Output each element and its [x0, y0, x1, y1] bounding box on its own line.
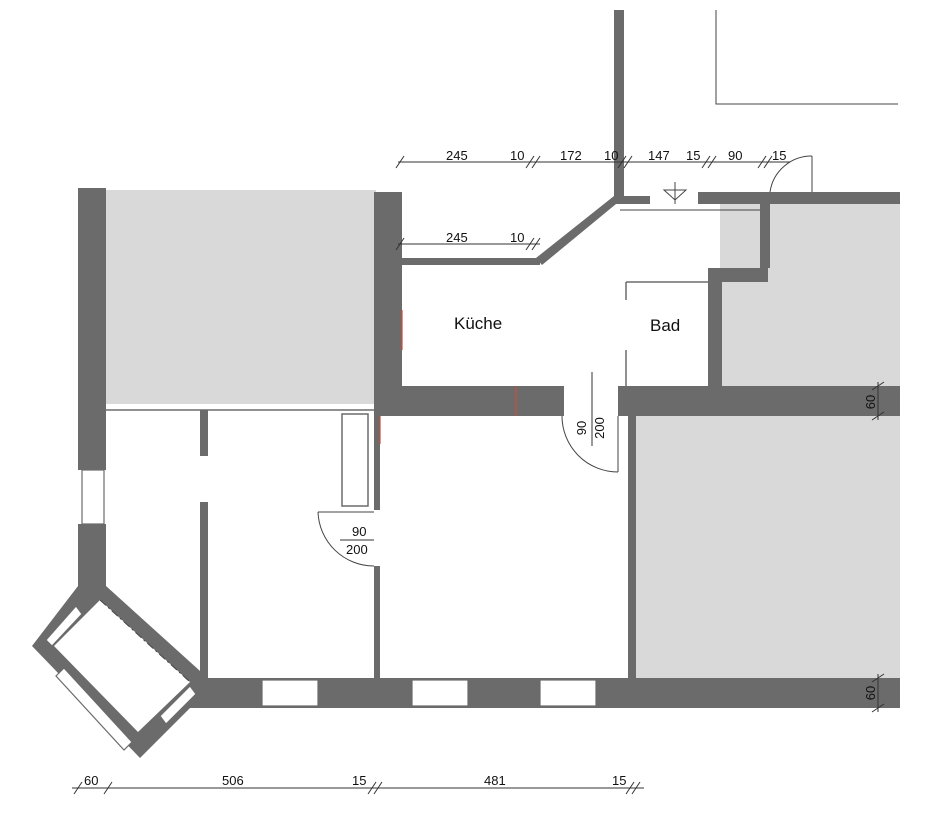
door-a-width: 90 — [574, 421, 589, 435]
dim-top-7: 90 — [728, 148, 742, 163]
dim-second-1: 245 — [446, 230, 468, 245]
dim-bottom-3: 15 — [352, 773, 366, 788]
wall-large-room-right — [628, 416, 636, 680]
dim-right-upper: 60 — [863, 395, 878, 409]
wall-kitchen-top — [402, 258, 540, 265]
wall-right-stub — [760, 204, 770, 268]
door-b-height: 200 — [346, 542, 368, 557]
dimension-row-second: 245 10 — [395, 230, 541, 251]
window-bottom-1 — [261, 679, 319, 707]
dimension-right: 60 60 — [863, 381, 885, 713]
room-label-bath: Bad — [650, 316, 680, 335]
dim-bottom-1: 60 — [84, 773, 98, 788]
wall-middle-right — [618, 386, 900, 416]
wall-bath-right — [708, 268, 722, 386]
window-bay-left — [45, 605, 83, 647]
dim-top-4: 10 — [604, 148, 618, 163]
window-bay-bottom — [55, 667, 133, 751]
wall-kitchen-left — [374, 192, 402, 406]
wall-vertical-top — [614, 10, 624, 198]
wall-top-corridor — [624, 196, 650, 204]
wall-partition-left-bottom — [200, 502, 208, 678]
wall-partition-left-top — [200, 410, 208, 456]
window-left — [81, 469, 105, 525]
door-a-height: 200 — [592, 417, 607, 439]
room-right-lower-grey — [636, 416, 900, 678]
dim-top-8: 15 — [772, 148, 786, 163]
room-right-upper-grey — [720, 204, 900, 386]
cabinet — [341, 413, 369, 507]
outline-top-right — [715, 10, 898, 105]
bay-interior — [54, 600, 190, 732]
dimension-row-top: 245 10 172 10 147 15 90 15 — [395, 148, 790, 169]
dim-bottom-5: 15 — [612, 773, 626, 788]
dim-bottom-4: 481 — [484, 773, 506, 788]
dimension-row-bottom: 60 506 15 481 15 — [72, 773, 644, 795]
dim-bottom-2: 506 — [222, 773, 244, 788]
dim-top-6: 15 — [686, 148, 700, 163]
dim-top-1: 245 — [446, 148, 468, 163]
window-bottom-2 — [411, 679, 469, 707]
dim-second-2: 10 — [510, 230, 524, 245]
dash-dot-line — [99, 599, 191, 683]
wall-partition-center-top — [374, 406, 380, 510]
dim-top-3: 172 — [560, 148, 582, 163]
window-bottom-3 — [539, 679, 597, 707]
room-top-left-grey — [106, 190, 376, 404]
door-arc-center — [561, 415, 619, 473]
dim-top-2: 10 — [510, 148, 524, 163]
dim-right-lower: 60 — [863, 686, 878, 700]
wall-kitchen-diagonal — [536, 196, 626, 265]
wall-top-corridor-right — [698, 192, 900, 204]
wall-middle-horizontal — [378, 386, 564, 416]
wall-left-lower — [78, 524, 106, 586]
window-bay-right — [159, 685, 197, 725]
room-label-kitchen: Küche — [454, 314, 502, 333]
wall-left-outer — [78, 188, 106, 470]
door-arc-left — [317, 511, 375, 567]
wall-right-step — [708, 268, 768, 282]
door-arc-top-right — [769, 155, 813, 193]
wall-partition-center-bottom — [374, 566, 380, 678]
door-b-width: 90 — [352, 524, 366, 539]
dim-top-5: 147 — [648, 148, 670, 163]
